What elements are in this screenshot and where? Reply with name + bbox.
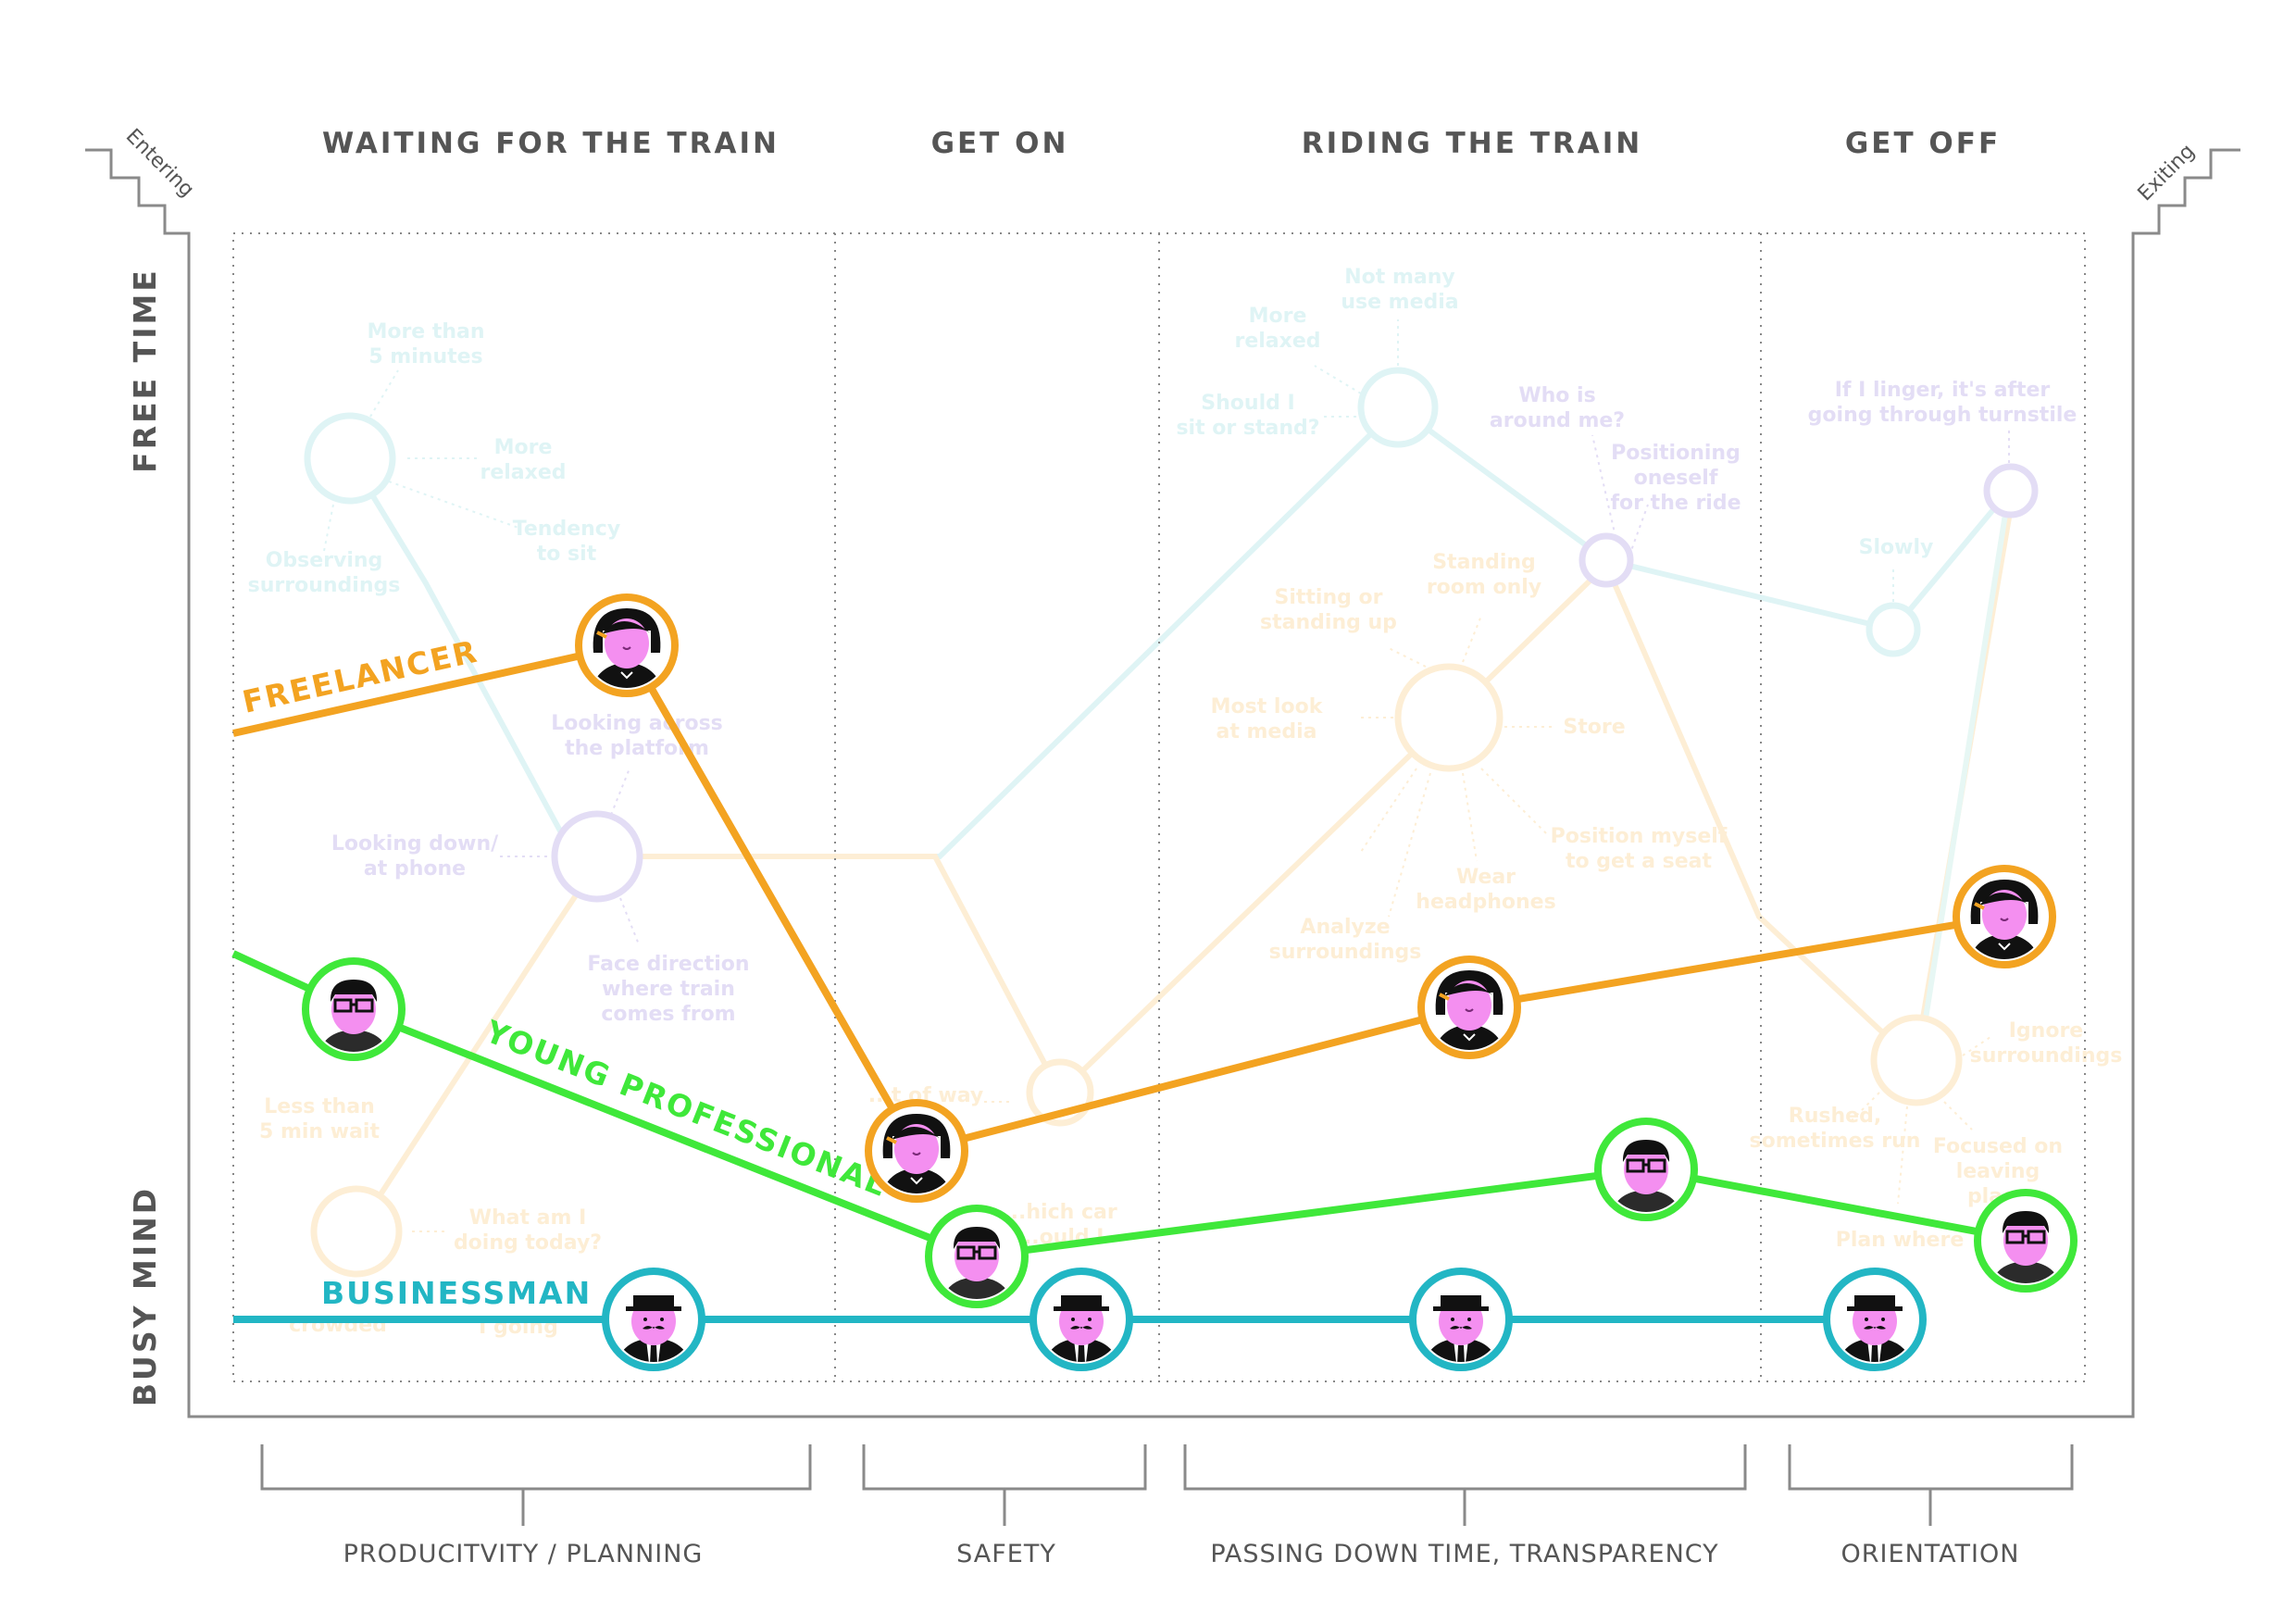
frame-outline: [85, 148, 2240, 1418]
phase-get-on: GET ON: [931, 127, 1069, 160]
businessman-label: BUSINESSMAN: [321, 1275, 592, 1311]
young-professional-avatar: [1978, 1193, 2074, 1296]
note-store: Store: [1563, 716, 1625, 739]
bracket-get-off: [1788, 1444, 2074, 1491]
phase-waiting: WAITING FOR THE TRAIN: [322, 127, 780, 160]
young-professional-avatar: [306, 961, 402, 1065]
young-professional-label: YOUNG PROFESSIONAL: [480, 1013, 892, 1204]
theme-waiting: PRODUCITVITY / PLANNING: [343, 1540, 704, 1568]
businessman-avatar: [605, 1271, 702, 1375]
bg-hub-purple-2: [1578, 532, 1634, 588]
note-slowly: Slowly: [1859, 536, 1934, 559]
note-plan-where: Plan where: [1836, 1229, 1965, 1252]
bracket-waiting: [260, 1444, 812, 1491]
businessman-avatar: [1033, 1271, 1129, 1375]
frame: [85, 148, 2240, 1418]
note-which-car: ...hich car...ould I: [1003, 1201, 1117, 1249]
bracket-get-on: [862, 1444, 1147, 1491]
bg-hub-orange-4: [1870, 1014, 1963, 1106]
theme-get-off: ORIENTATION: [1841, 1540, 2020, 1568]
phase-get-off: GET OFF: [1845, 127, 2001, 160]
young-professional-avatar: [1598, 1121, 1694, 1225]
note-rushed: Rushed,sometimes run: [1750, 1105, 1921, 1153]
bg-teal-path: [347, 404, 2012, 859]
axis-free-time: FREE TIME: [127, 268, 163, 473]
theme-get-on: SAFETY: [956, 1540, 1056, 1568]
businessman-avatar: [1827, 1271, 1923, 1375]
bracket-riding: [1183, 1444, 1747, 1491]
bg-hub-teal-3: [1866, 602, 1921, 657]
bg-hub-teal-2: [1357, 367, 1439, 448]
theme-brackets: [260, 1444, 2074, 1526]
exiting-label: Exiting: [2134, 140, 2200, 206]
bg-hub-purple-3: [1983, 463, 2039, 518]
freelancer-avatar: [1956, 868, 2053, 972]
bg-hub-orange-3: [1394, 663, 1504, 772]
theme-riding: PASSING DOWN TIME, TRANSPARENCY: [1210, 1540, 1718, 1568]
note-looking-down: Looking down/at phone: [331, 832, 499, 881]
young-professional-avatar: [929, 1208, 1025, 1312]
bg-hub-orange-1: [310, 1185, 403, 1278]
freelancer-avatar: [1421, 959, 1517, 1063]
businessman-avatar: [1413, 1271, 1509, 1375]
freelancer-avatar: [579, 597, 675, 701]
bg-hub-teal-1: [304, 412, 396, 505]
axis-busy-mind: BUSY MIND: [127, 1186, 163, 1406]
entering-label: Entering: [121, 125, 198, 202]
phase-riding: RIDING THE TRAIN: [1302, 127, 1642, 160]
bg-hub-purple-1: [551, 810, 643, 903]
